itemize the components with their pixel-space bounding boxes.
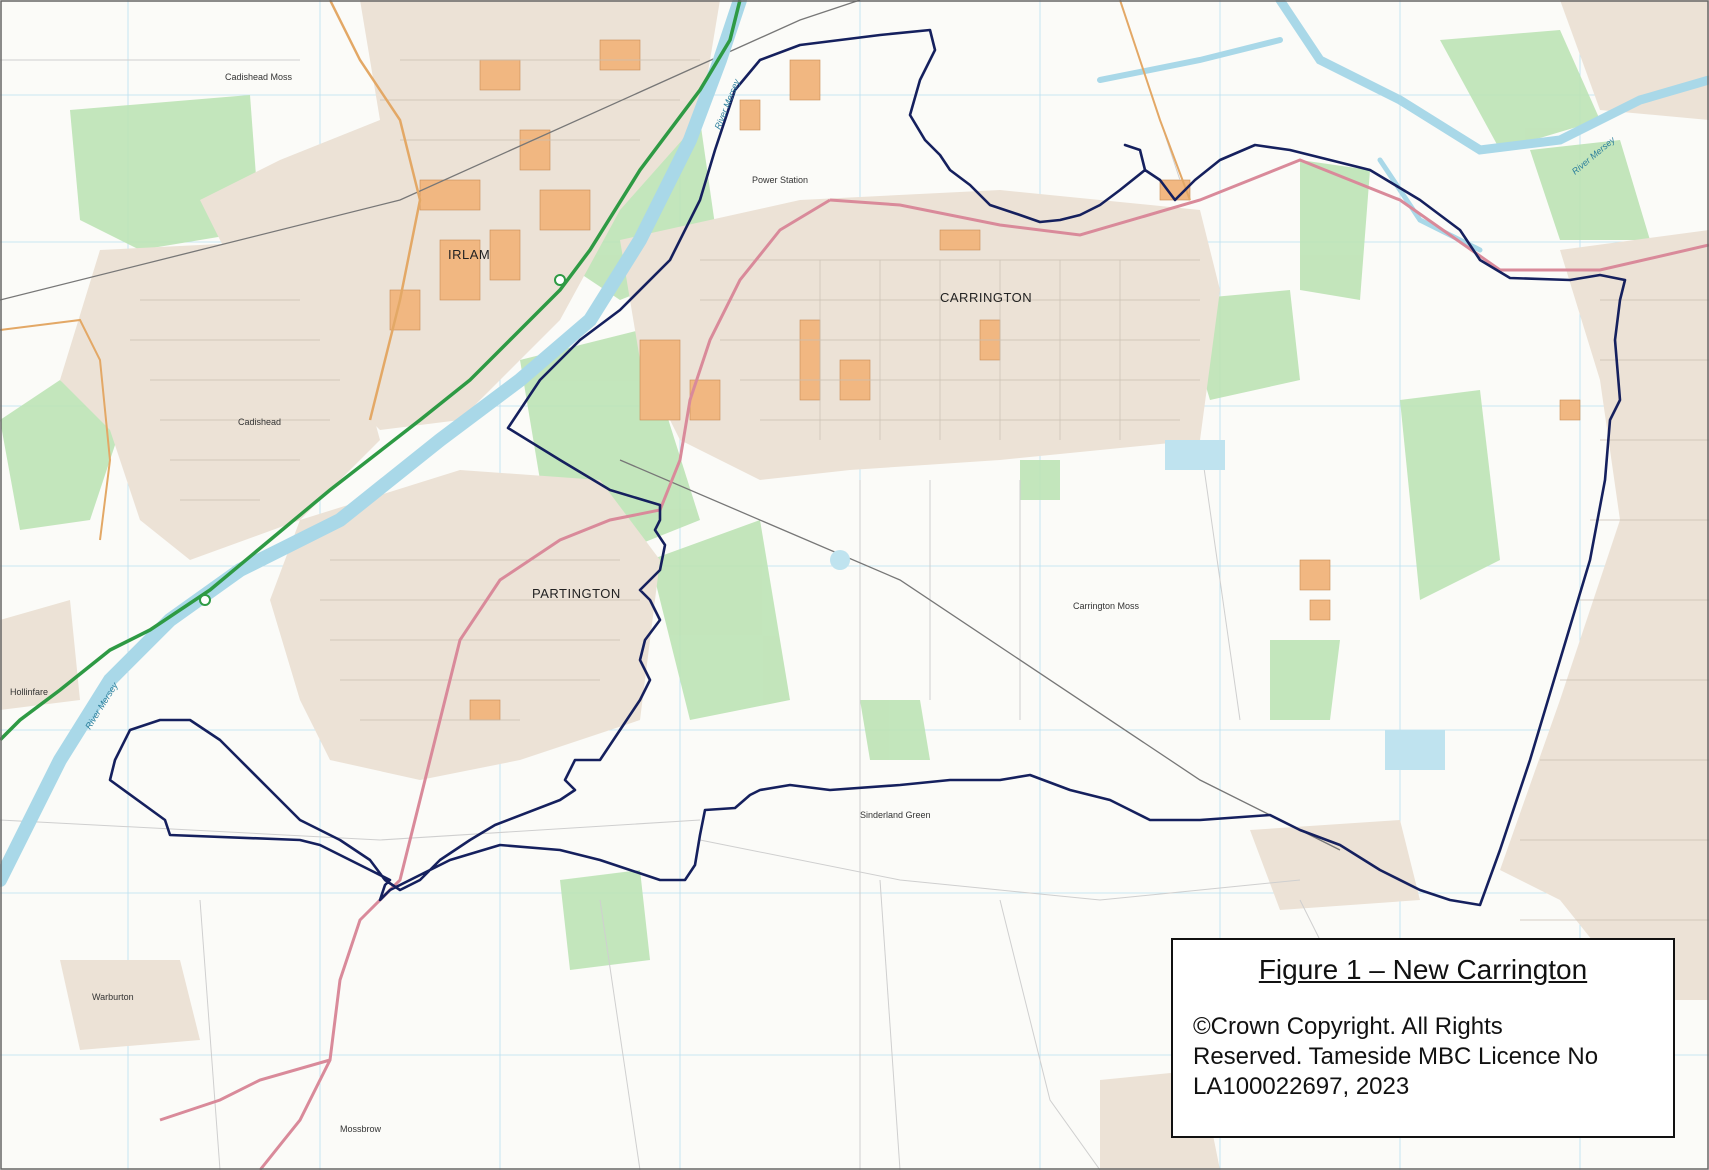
copyright-line-3: LA100022697, 2023 xyxy=(1193,1073,1410,1100)
water-bodies xyxy=(830,440,1445,770)
place-label-hollinfare: Hollinfare xyxy=(10,687,48,697)
figure-title: Figure 1 – New Carrington xyxy=(1258,954,1588,985)
place-label-warburton: Warburton xyxy=(92,992,134,1002)
place-label-cadishead: Cadishead xyxy=(238,417,281,427)
motorway-road xyxy=(0,0,742,742)
b-road-north xyxy=(1119,0,1191,201)
new-carrington-boundary xyxy=(108,28,1627,907)
east-urban xyxy=(1500,230,1709,1000)
place-label-power-station: Power Station xyxy=(752,175,808,185)
place-label-irlam: IRLAM xyxy=(448,247,490,262)
roundabout-cadishead xyxy=(199,594,211,606)
place-label-carrington: CARRINGTON xyxy=(940,290,1032,305)
river-mersey xyxy=(0,0,1709,887)
south-urban xyxy=(1250,820,1420,910)
b-road-cadishead xyxy=(0,318,112,541)
roundabout-irlam xyxy=(554,274,566,286)
buildings xyxy=(389,39,1581,721)
hollinfare-urban xyxy=(0,600,80,710)
place-label-partington: PARTINGTON xyxy=(532,586,621,601)
place-label-mossbrow: Mossbrow xyxy=(340,1124,382,1134)
place-label-sinderland-green: Sinderland Green xyxy=(860,810,931,820)
street-pattern xyxy=(130,59,1709,921)
b-road-irlam xyxy=(328,0,422,421)
partington-urban xyxy=(270,470,660,780)
warburton-urban xyxy=(60,960,200,1050)
figure-caption-box: Figure 1 – New Carrington ©Crown Copyrig… xyxy=(1171,938,1675,1138)
cadishead-urban xyxy=(60,240,380,560)
copyright-line-1: ©Crown Copyright. All Rights xyxy=(1193,1013,1503,1040)
minor-roads xyxy=(0,0,1401,1170)
a-roads xyxy=(159,158,1709,1170)
carrington-urban xyxy=(620,190,1220,480)
copyright-line-2: Reserved. Tameside MBC Licence No xyxy=(1193,1043,1599,1070)
place-label-carrington-moss: Carrington Moss xyxy=(1073,601,1140,611)
place-label-cadishead-moss: Cadishead Moss xyxy=(225,72,293,82)
